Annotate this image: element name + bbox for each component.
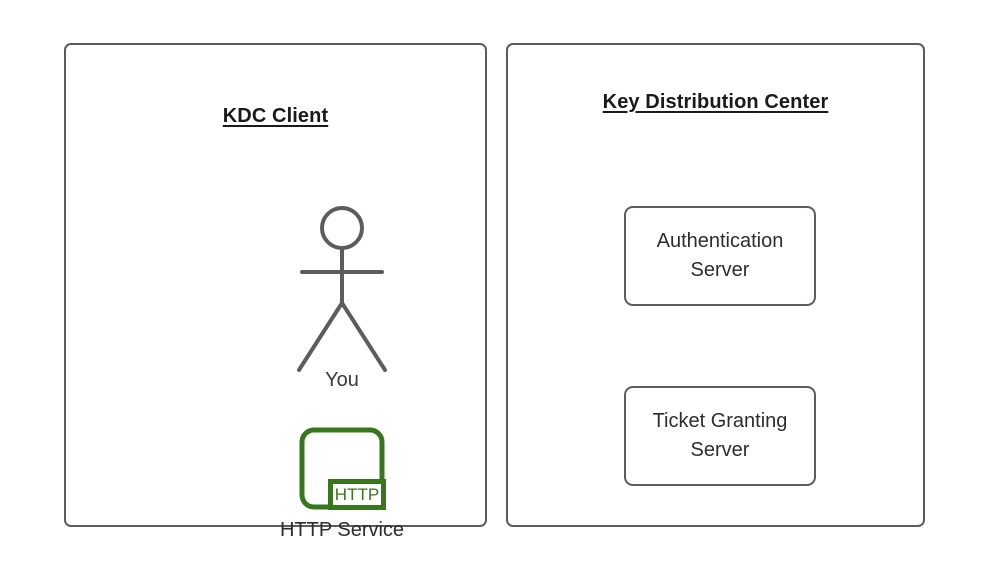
actor-label-you: You (325, 369, 359, 391)
panel-kdc-title: Key Distribution Center (508, 89, 923, 116)
http-badge-text: HTTP (335, 485, 379, 504)
box-authentication-server-line1: Authentication (656, 230, 784, 252)
box-authentication-server: Authentication Server (624, 206, 816, 306)
service-label-http: HTTP Service (279, 519, 405, 541)
panel-kdc-client-title: KDC Client (222, 105, 329, 127)
stick-figure-icon (272, 203, 412, 379)
box-authentication-server-line2: Server (690, 259, 750, 281)
panel-kdc-title-line2: Center (764, 91, 829, 113)
panel-kdc-client: KDC Client You (64, 43, 487, 541)
box-ticket-granting-server-line2: Server (690, 439, 750, 461)
http-service-icon: HTTP (297, 425, 389, 513)
box-ticket-granting-server: Ticket Granting Server (624, 386, 816, 486)
box-ticket-granting-server-line1: Ticket Granting (652, 410, 788, 432)
panel-kdc-title-line1: Key Distribution (602, 91, 759, 113)
